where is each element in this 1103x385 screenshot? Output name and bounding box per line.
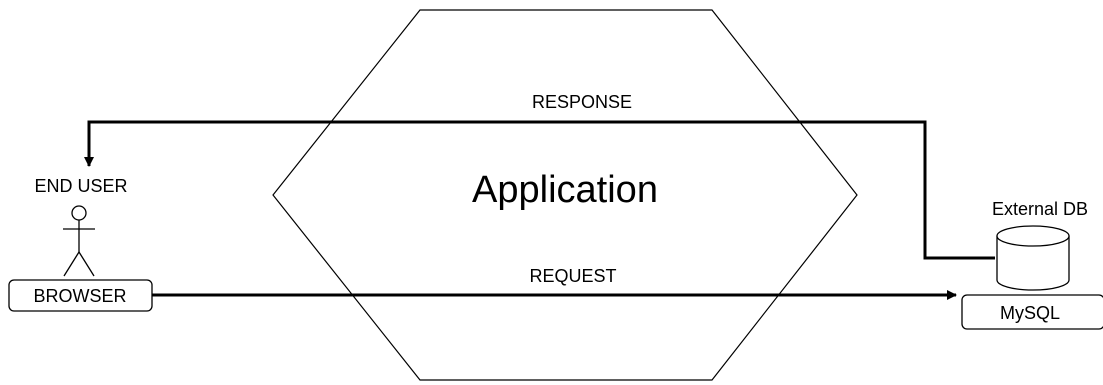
application-label: Application (472, 169, 658, 211)
end-user-label: END USER (34, 176, 127, 196)
browser-box: BROWSER (8, 279, 153, 312)
response-label: RESPONSE (532, 92, 632, 112)
application-hexagon (272, 9, 858, 381)
browser-label: BROWSER (33, 286, 126, 306)
external-db-label: External DB (992, 199, 1088, 219)
request-label: REQUEST (529, 266, 616, 286)
mysql-box: MySQL (961, 294, 1103, 330)
stick-figure-icon (63, 205, 95, 277)
response-arrow (84, 120, 995, 260)
cylinder-database-icon (996, 225, 1070, 291)
mysql-label: MySQL (1000, 303, 1060, 323)
